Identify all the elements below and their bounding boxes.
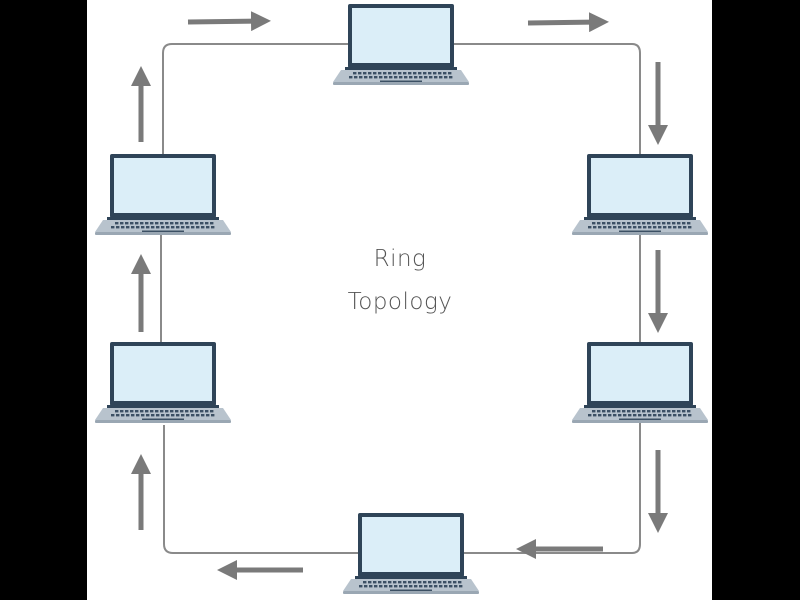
laptop-left-lower [95,342,231,423]
laptop-right-lower [572,342,708,423]
arrow-top-right [527,12,609,33]
diagram-title-line-2: Topology [347,289,453,315]
diagram-title-line-1: Ring [373,246,427,272]
ring-connection [160,43,641,554]
laptop-top [333,4,469,85]
laptop-bottom [343,513,479,594]
laptop-right-upper [572,154,708,235]
flow-arrows [131,11,668,580]
diagram-canvas [87,0,712,600]
laptop-left-upper [95,154,231,235]
arrow-top-left [187,11,271,32]
